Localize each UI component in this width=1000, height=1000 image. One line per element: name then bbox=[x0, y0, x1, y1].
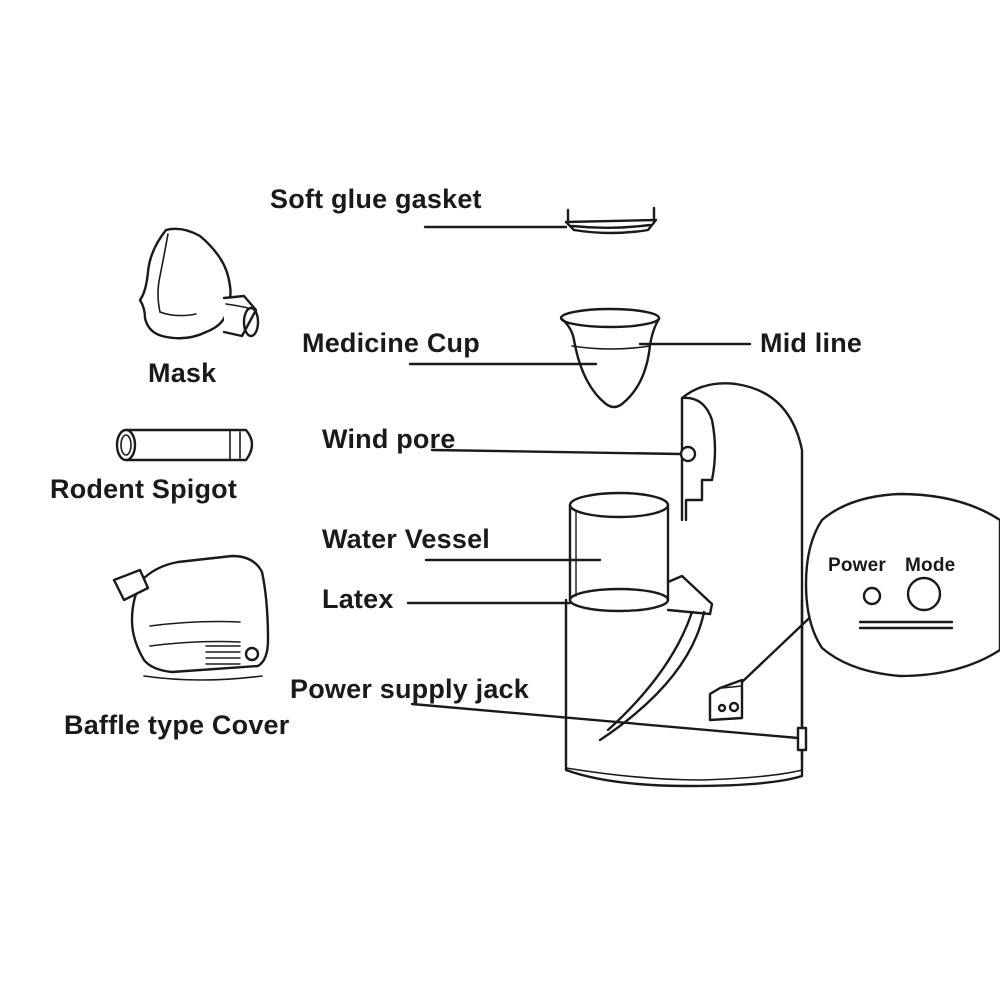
baffle-type-cover-label: Baffle type Cover bbox=[64, 710, 290, 740]
wind-pore-leader bbox=[430, 448, 683, 456]
medicine-cup-part bbox=[559, 307, 661, 409]
baffle-type-cover-part bbox=[112, 554, 270, 681]
soft-glue-gasket-label: Soft glue gasket bbox=[270, 184, 482, 214]
power-supply-jack-label: Power supply jack bbox=[290, 674, 529, 704]
latex-label: Latex bbox=[322, 584, 394, 614]
control-panel-detail bbox=[804, 492, 1000, 678]
mask-label: Mask bbox=[148, 358, 217, 388]
mask-part bbox=[138, 227, 260, 340]
soft-glue-gasket-part bbox=[564, 206, 658, 235]
nebulizer-body-part bbox=[564, 382, 824, 788]
rodent-spigot-label: Rodent Spigot bbox=[50, 474, 238, 504]
mode-label: Mode bbox=[905, 555, 956, 576]
power-label: Power bbox=[828, 555, 887, 576]
medicine-cup-label: Medicine Cup bbox=[302, 328, 480, 358]
mid-line-label: Mid line bbox=[760, 328, 863, 358]
water-vessel-label: Water Vessel bbox=[322, 524, 490, 554]
wind-pore-label: Wind pore bbox=[322, 424, 456, 454]
power-supply-jack-leader bbox=[410, 702, 800, 740]
rodent-spigot-part bbox=[115, 428, 254, 462]
